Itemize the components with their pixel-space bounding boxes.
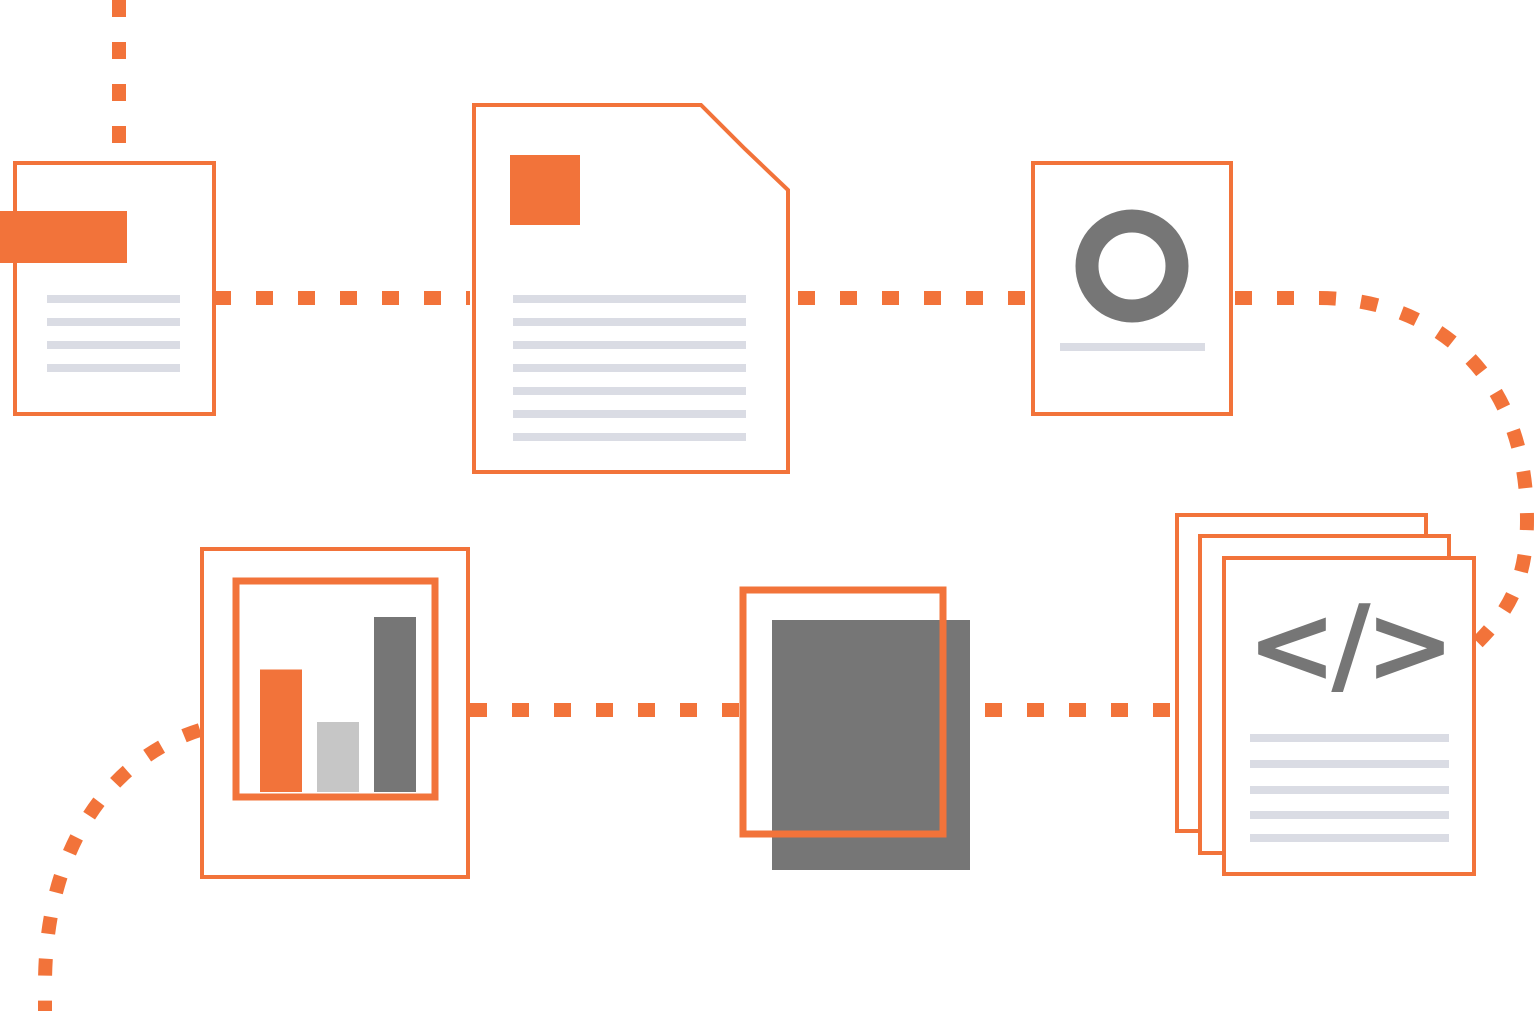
- folded-doc-thumb: [510, 155, 580, 225]
- chart-bar: [374, 617, 416, 792]
- code-doc-stack-icon: </>: [1175, 513, 1476, 876]
- circle-icon: [1075, 209, 1189, 323]
- connector-right-curve: [1235, 291, 1535, 650]
- chart-bar: [260, 669, 302, 792]
- folded-doc-text-lines: [513, 295, 746, 441]
- stacked-squares-icon: [739, 586, 970, 870]
- chart-bar: [317, 722, 359, 792]
- folded-doc-icon: [472, 103, 790, 474]
- image-doc-frame: [1031, 161, 1233, 416]
- chart-doc-frame: [200, 547, 470, 879]
- dark-square: [772, 620, 970, 870]
- header-doc-icon: [0, 161, 216, 416]
- connector-left-curve: [38, 723, 203, 1011]
- chart-inner-frame: [232, 577, 439, 801]
- chart-bars: [260, 617, 416, 792]
- header-doc-frame: [13, 161, 216, 416]
- code-symbol: </>: [1247, 583, 1449, 708]
- connectors: [38, 0, 1535, 1011]
- image-doc-icon: [1031, 161, 1233, 416]
- outline-square: [739, 586, 947, 838]
- header-doc-text-lines: [47, 295, 180, 372]
- chart-doc-icon: [200, 547, 470, 879]
- code-doc-front-page: [1222, 556, 1476, 876]
- header-doc-banner: [0, 211, 127, 263]
- code-doc-text-lines: [1250, 734, 1449, 842]
